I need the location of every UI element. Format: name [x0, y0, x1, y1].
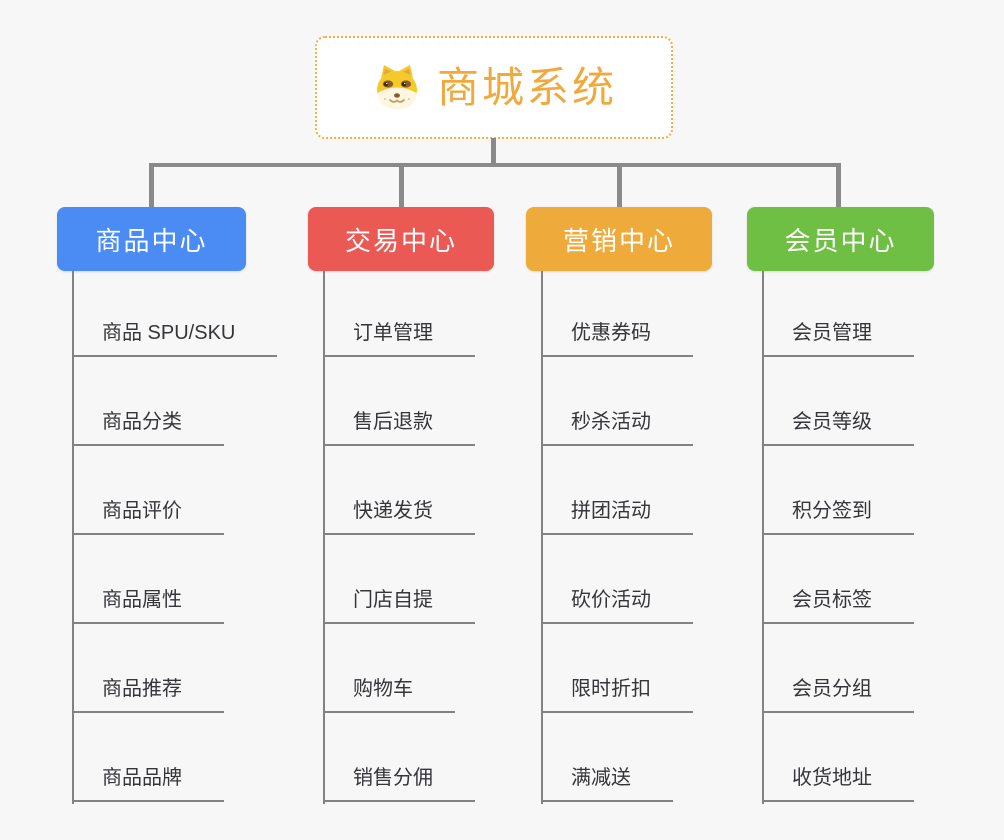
leaf-node[interactable]: 秒杀活动 [541, 409, 693, 446]
leaf-node[interactable]: 积分签到 [762, 498, 914, 535]
leaf-node[interactable]: 订单管理 [323, 320, 475, 357]
branch-node-商品中心[interactable]: 商品中心 [57, 207, 246, 271]
connector-drop-trade [399, 163, 404, 208]
leaf-node[interactable]: 销售分佣 [323, 765, 475, 802]
connector-drop-products [149, 163, 154, 208]
leaf-node[interactable]: 商品推荐 [72, 676, 224, 713]
branch-label: 交易中心 [344, 225, 457, 256]
connector-horizontal-bar [149, 163, 841, 167]
leaf-node[interactable]: 快递发货 [323, 498, 475, 535]
branch-column-交易中心: 交易中心 订单管理售后退款快递发货门店自提购物车销售分佣 [308, 207, 494, 804]
leaf-node[interactable]: 满减送 [541, 765, 673, 802]
leaf-node[interactable]: 商品 SPU/SKU [72, 320, 278, 357]
leaf-node[interactable]: 优惠券码 [541, 320, 693, 357]
leaf-node[interactable]: 商品属性 [72, 587, 224, 624]
connector-root-stem [491, 138, 496, 165]
branch-label: 营销中心 [562, 225, 675, 256]
branch-spine-line [541, 271, 543, 804]
leaf-node[interactable]: 限时折扣 [541, 676, 693, 713]
branch-column-营销中心: 营销中心 优惠券码秒杀活动拼团活动砍价活动限时折扣满减送 [526, 207, 712, 804]
branch-node-交易中心[interactable]: 交易中心 [308, 207, 494, 271]
branch-node-会员中心[interactable]: 会员中心 [747, 207, 934, 271]
leaf-node[interactable]: 会员等级 [762, 409, 914, 446]
leaf-node[interactable]: 购物车 [323, 676, 455, 713]
branch-label: 商品中心 [95, 225, 208, 256]
branch-label: 会员中心 [784, 225, 897, 256]
leaf-node[interactable]: 门店自提 [323, 587, 475, 624]
connector-drop-marketing [617, 163, 622, 208]
root-title: 商城系统 [436, 63, 617, 111]
connector-drop-members [836, 163, 841, 208]
branch-spine-line [762, 271, 764, 804]
leaf-node[interactable]: 砍价活动 [541, 587, 693, 624]
leaf-node[interactable]: 商品品牌 [72, 765, 224, 802]
leaf-node[interactable]: 售后退款 [323, 409, 475, 446]
leaf-node[interactable]: 收货地址 [762, 765, 914, 802]
leaf-node[interactable]: 会员管理 [762, 320, 914, 357]
branch-column-会员中心: 会员中心 会员管理会员等级积分签到会员标签会员分组收货地址 [747, 207, 934, 804]
branch-spine-line [323, 271, 325, 804]
leaf-node[interactable]: 会员分组 [762, 676, 914, 713]
branch-column-商品中心: 商品中心 商品 SPU/SKU 商品分类商品评价商品属性商品推荐商品品牌 [57, 207, 278, 804]
leaf-node[interactable]: 会员标签 [762, 587, 914, 624]
leaf-node[interactable]: 商品评价 [72, 498, 224, 535]
root-node-mall-system[interactable]: 商城系统 [315, 36, 673, 139]
branch-spine-line [72, 271, 74, 804]
dog-face-icon [371, 62, 423, 114]
leaf-node[interactable]: 拼团活动 [541, 498, 693, 535]
branch-node-营销中心[interactable]: 营销中心 [526, 207, 712, 271]
leaf-node[interactable]: 商品分类 [72, 409, 224, 446]
